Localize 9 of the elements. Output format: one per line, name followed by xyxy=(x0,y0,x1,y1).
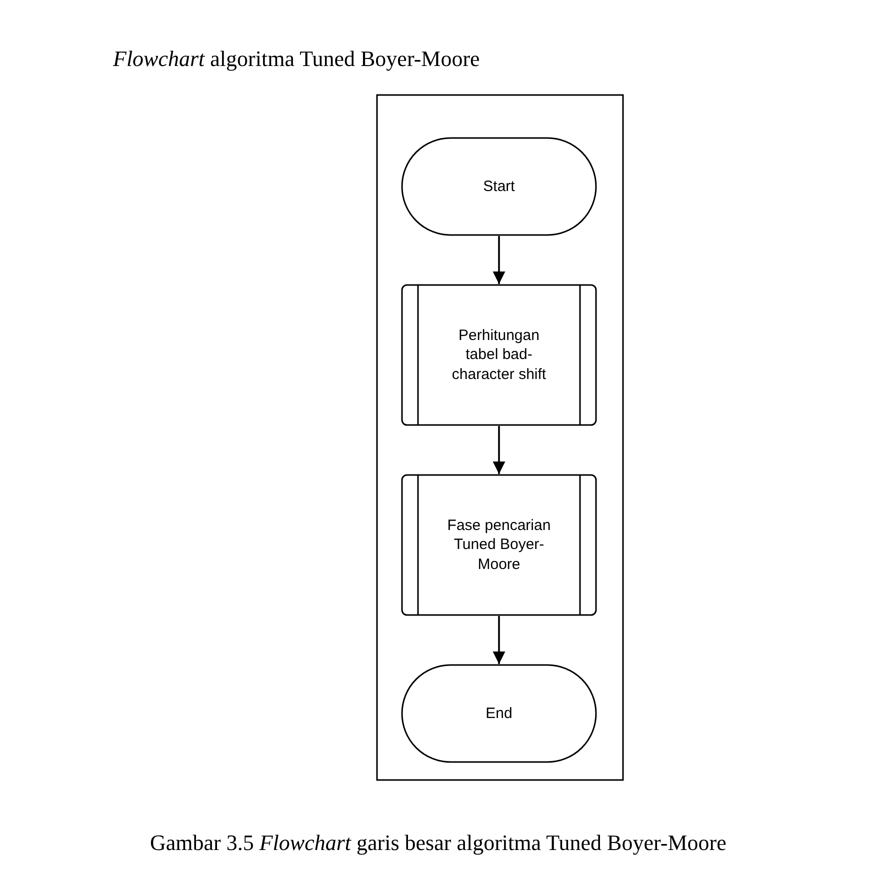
arrow xyxy=(492,236,506,284)
title: Flowchart algoritma Tuned Boyer-Moore xyxy=(113,46,480,72)
arrow xyxy=(492,426,506,474)
node-label: Fase pencarian Tuned Boyer-Moore xyxy=(446,516,552,574)
caption: Gambar 3.5 Flowchart garis besar algoritma Tuned Boyer-Moore xyxy=(150,830,726,856)
node-label: Perhitungan tabel bad-character shift xyxy=(450,326,548,384)
arrow xyxy=(492,616,506,664)
node-label: End xyxy=(486,704,512,724)
node-label: Start xyxy=(483,176,515,196)
